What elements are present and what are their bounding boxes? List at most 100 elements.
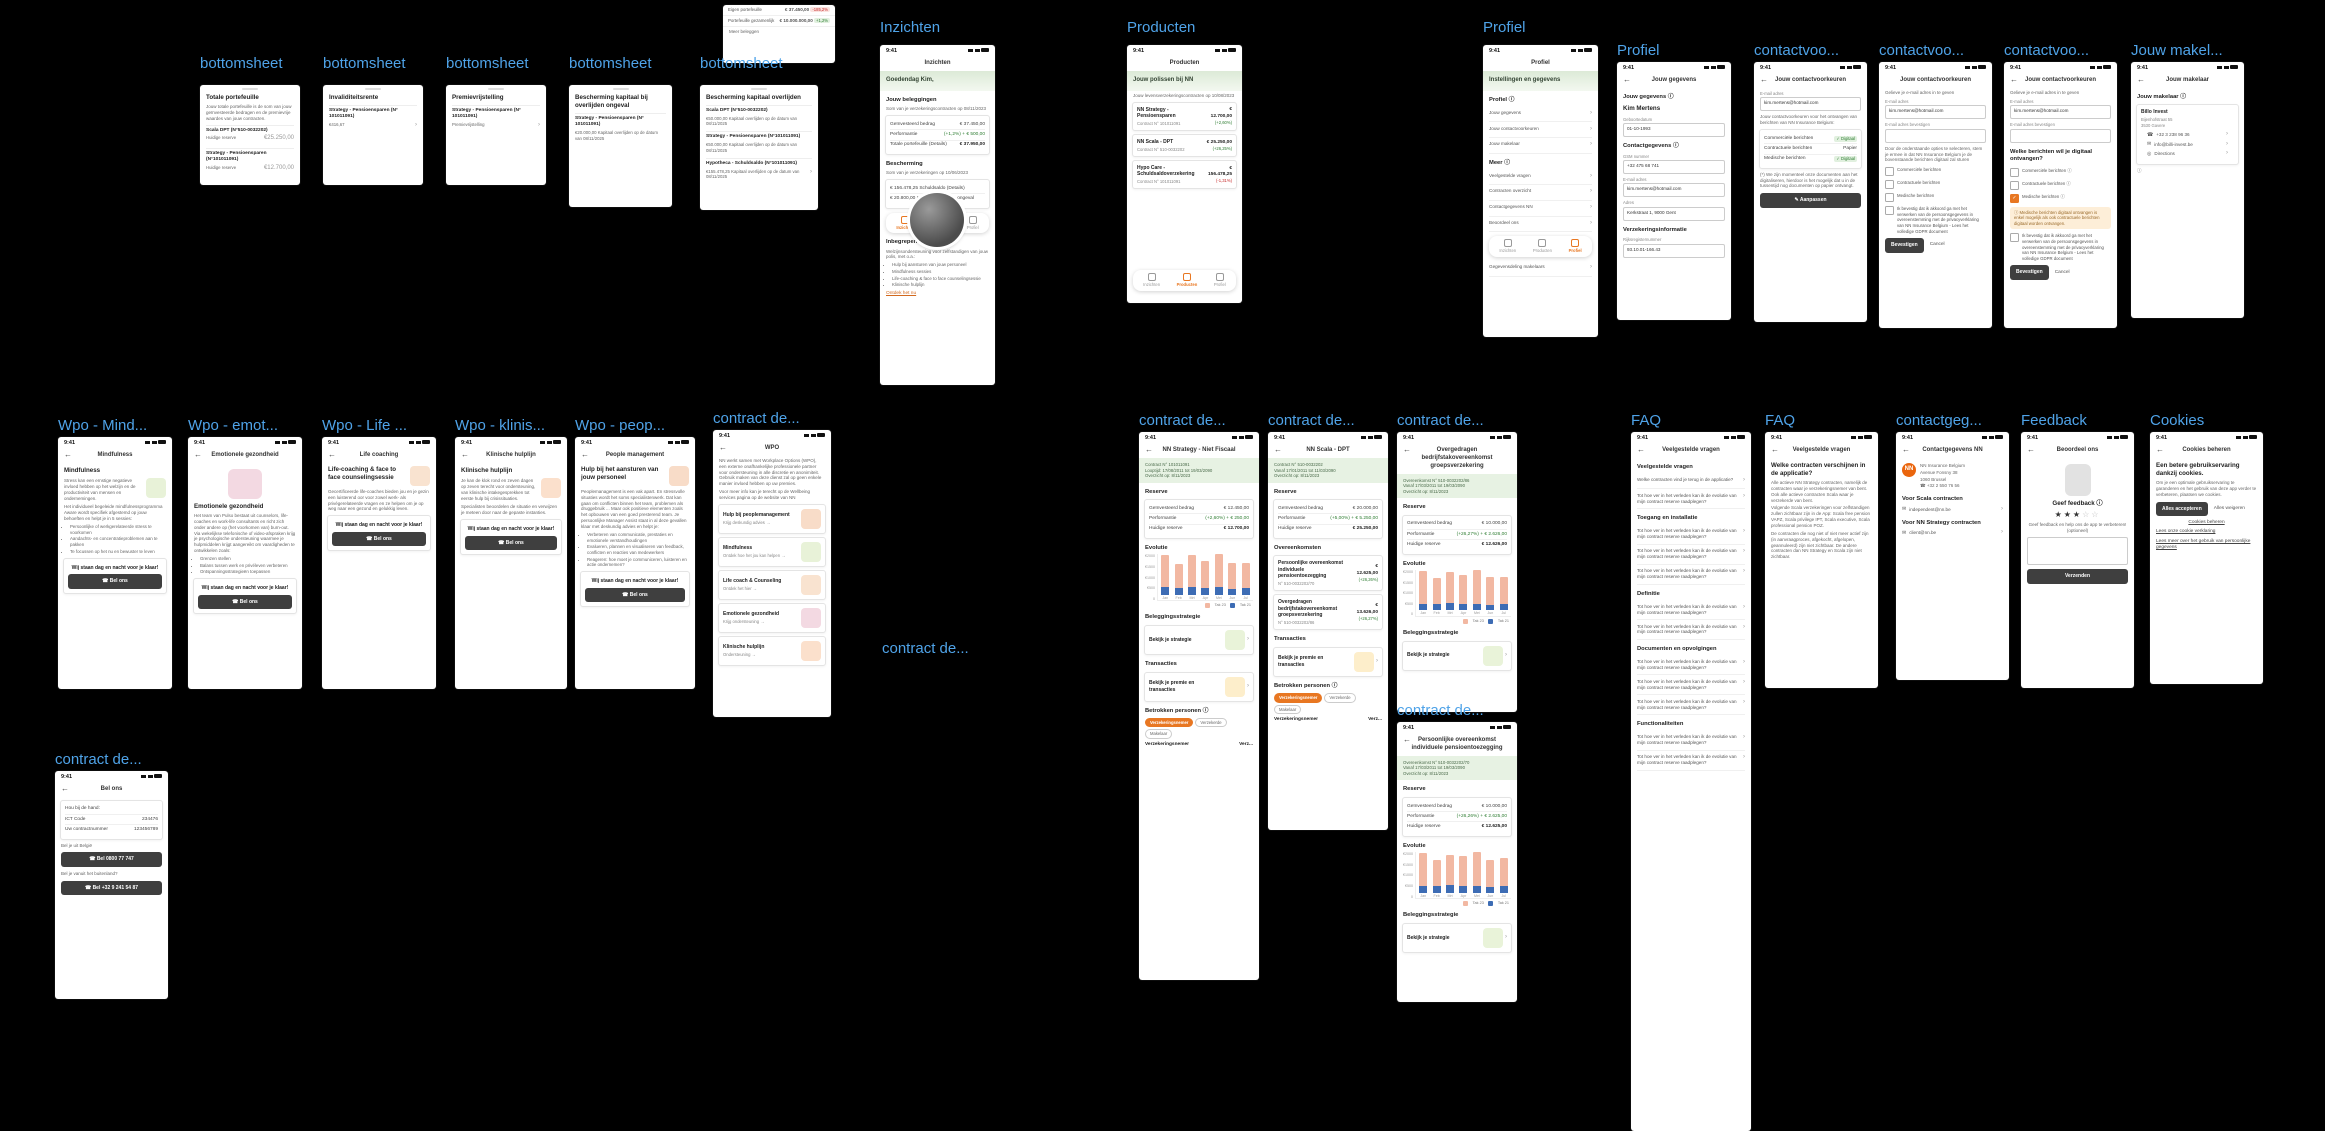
tab-profiel[interactable]: Profiel xyxy=(967,215,979,230)
back-button[interactable]: ← xyxy=(2010,75,2018,85)
frame-label-faq-detail[interactable]: FAQ xyxy=(1765,412,1796,429)
input-field[interactable]: E-mail adres bevestigen xyxy=(1885,122,1986,143)
aanpassen-button[interactable]: ✎ Aanpassen xyxy=(1760,193,1861,208)
bel-buitenland-button[interactable]: ☎ Bel +32 9 241 54 87 xyxy=(61,880,162,896)
list-item[interactable]: Bekijk je premie en transacties› xyxy=(1144,671,1254,702)
list-row[interactable]: Contactgegevens NN› xyxy=(1489,201,1592,217)
frame-label-wpo-emotioneel[interactable]: Wpo - emot... xyxy=(188,417,279,434)
frame-label-contract-persoonlijk[interactable]: contract de... xyxy=(1397,702,1484,719)
input-field[interactable]: GSM nummer+32 475 68 741 xyxy=(1623,154,1725,174)
frame-label-bottomsheet-4[interactable]: bottomsheet xyxy=(569,55,652,72)
drag-handle[interactable] xyxy=(365,88,381,90)
bel-ons-button[interactable]: ☎ Bel ons xyxy=(332,531,426,547)
checkbox[interactable]: Medische berichten xyxy=(1885,193,1986,203)
bel-belgie-button[interactable]: ☎ Bel 0800 77 747 xyxy=(61,852,162,867)
tab-producten[interactable]: Producten xyxy=(1177,273,1197,287)
chip-1[interactable]: Verzekerde xyxy=(1324,693,1356,703)
checkbox[interactable]: Ik bevestig dat ik akkoord ga met het ve… xyxy=(2010,233,2111,261)
frame-label-contactvoorkeuren-3[interactable]: contactvoo... xyxy=(2004,42,2090,59)
text-link[interactable]: Ontdek het nu xyxy=(886,291,917,297)
bel-ons-button[interactable]: ☎ Bel ons xyxy=(585,587,685,603)
back-button[interactable]: ← xyxy=(61,784,69,794)
checkbox[interactable]: Commerciële berichten ⓘ xyxy=(2010,167,2111,177)
frame-label-inzichten[interactable]: Inzichten xyxy=(880,19,941,36)
chip-0[interactable]: Verzekeringsnemer xyxy=(1145,718,1194,728)
frame-label-bottomsheet-2[interactable]: bottomsheet xyxy=(323,55,406,72)
checkbox[interactable]: Contractuele berichten xyxy=(1885,180,1986,190)
feedback-textarea[interactable] xyxy=(2027,537,2128,566)
tab-producten[interactable]: Producten xyxy=(1533,239,1552,253)
list-row[interactable]: Tot hoe ver in het verleden kan ik de ev… xyxy=(1637,600,1745,621)
frame-label-contactgegevens[interactable]: contactgeg... xyxy=(1896,412,1982,429)
list-row[interactable]: Veelgestelde vragen› xyxy=(1489,169,1592,185)
back-button[interactable]: ← xyxy=(1771,445,1779,455)
checkbox[interactable]: Contractuele berichten ⓘ xyxy=(2010,180,2111,190)
list-item[interactable]: Bekijk je premie en transacties› xyxy=(1273,646,1383,677)
list-row[interactable]: Beoordeel ons› xyxy=(1489,217,1592,233)
list-row[interactable]: Tot hoe ver in het verleden kan ik de ev… xyxy=(1637,695,1745,716)
frame-label-wpo-lifecoaching[interactable]: Wpo - Life ... xyxy=(322,417,408,434)
list-row[interactable]: Welke contracten vind je terug in de app… xyxy=(1637,473,1745,490)
chip-1[interactable]: Verzekerde xyxy=(1195,718,1227,728)
drag-handle[interactable] xyxy=(488,88,504,90)
cancel-link[interactable]: Alles weigeren xyxy=(2213,505,2245,511)
confirm-button[interactable]: Bevestigen xyxy=(1885,238,1924,253)
back-button[interactable]: ← xyxy=(1637,445,1645,455)
text-link[interactable]: Lees onze cookie verklaring xyxy=(2156,529,2216,535)
cancel-link[interactable]: Cancel xyxy=(1929,242,1945,248)
chip-0[interactable]: Verzekeringsnemer xyxy=(1274,693,1323,703)
back-button[interactable]: ← xyxy=(461,450,469,460)
back-button[interactable]: ← xyxy=(1274,445,1282,455)
chip-2[interactable]: Makelaar xyxy=(1274,704,1302,715)
list-row[interactable]: Tot hoe ver in het verleden kan ik de ev… xyxy=(1637,731,1745,751)
list-row[interactable]: Jouw makelaar› xyxy=(1489,138,1592,154)
frame-label-producten[interactable]: Producten xyxy=(1127,19,1196,36)
list-row[interactable]: Tot hoe ver in het verleden kan ik de ev… xyxy=(1637,675,1745,696)
back-button[interactable]: ← xyxy=(1403,445,1411,455)
back-button[interactable]: ← xyxy=(64,450,72,460)
back-button[interactable]: ← xyxy=(1760,75,1768,85)
contact-row[interactable]: ☎+32 3 238 96 36› xyxy=(2147,130,2228,138)
list-row[interactable]: Tot hoe ver in het verleden kan ik de ev… xyxy=(1637,565,1745,585)
list-item[interactable]: Bekijk je strategie› xyxy=(1402,922,1512,953)
back-button[interactable]: ← xyxy=(1145,445,1153,455)
checkbox[interactable]: ✓Medische berichten ⓘ xyxy=(2010,193,2111,203)
back-button[interactable]: ← xyxy=(328,450,336,460)
drag-handle[interactable] xyxy=(751,88,767,90)
cancel-link[interactable]: Cancel xyxy=(2054,269,2070,275)
list-item[interactable]: Bekijk je strategie› xyxy=(1402,640,1512,671)
checkbox[interactable]: Commerciële berichten xyxy=(1885,167,1986,177)
list-item[interactable]: Bekijk je strategie› xyxy=(1144,624,1254,655)
list-item[interactable]: Overgedragen bedrijfstakovereenkomst gro… xyxy=(1273,594,1383,631)
back-button[interactable]: ← xyxy=(581,450,589,460)
contract-item[interactable]: Strategy - Pensioensparen (N° 101011091)… xyxy=(575,113,666,143)
tab-profiel[interactable]: Profiel xyxy=(1214,273,1226,287)
confirm-button[interactable]: Alles accepteren xyxy=(2156,501,2208,517)
frame-label-wpo-overzicht[interactable]: contract de... xyxy=(713,410,800,427)
drag-handle[interactable] xyxy=(242,88,258,90)
back-button[interactable]: ← xyxy=(2137,75,2145,85)
tab-inzichten[interactable]: Inzichten xyxy=(1499,239,1516,253)
confirm-button[interactable]: Bevestigen xyxy=(2010,265,2049,280)
